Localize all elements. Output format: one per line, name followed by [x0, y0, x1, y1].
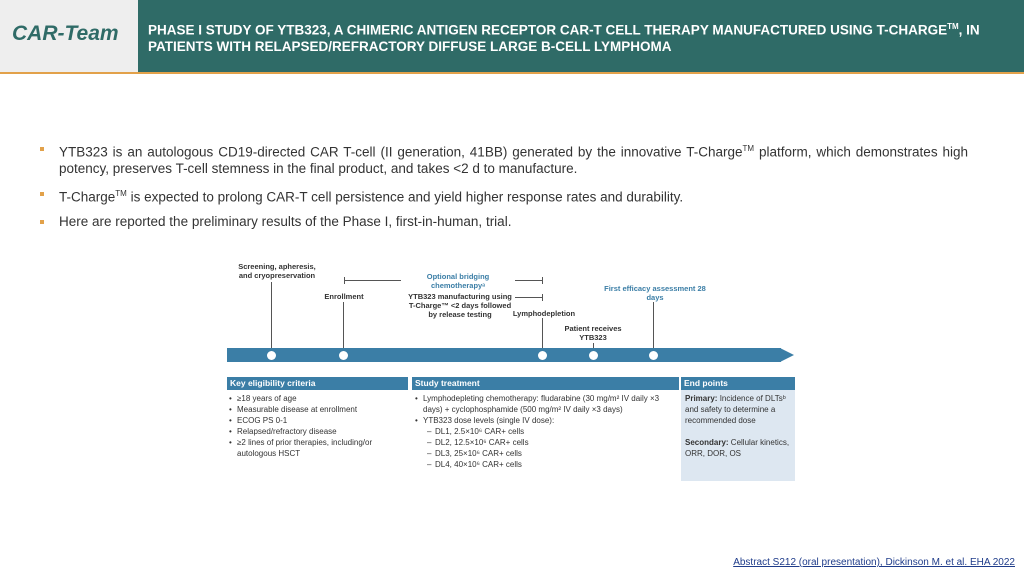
manufacturing-span	[515, 297, 543, 298]
label-first-efficacy: First efficacy assessment 28 days	[604, 284, 706, 302]
logo-area: CAR-Team	[0, 0, 138, 72]
milestone-dot	[339, 351, 348, 360]
tick-screening	[271, 282, 272, 352]
manufacturing-cap	[542, 294, 543, 301]
bridging-span-left	[344, 280, 401, 281]
label-enrollment: Enrollment	[324, 292, 364, 301]
treatment-header: Study treatment	[412, 377, 679, 390]
label-screening: Screening, apheresis, and cryopreservati…	[238, 262, 316, 280]
endpoints-box: Primary: Incidence of DLTsᵇ and safety t…	[681, 390, 795, 481]
eligibility-list: ≥18 years of age Measurable disease at e…	[229, 393, 409, 459]
eligibility-header: Key eligibility criteria	[227, 377, 408, 390]
car-team-logo: CAR-Team	[12, 22, 119, 45]
timeline-arrowhead	[780, 348, 794, 362]
label-lymphodepletion: Lymphodepletion	[512, 309, 576, 318]
bullet-preliminary-results: Here are reported the preliminary result…	[40, 214, 968, 230]
tick-lymphodepletion	[542, 318, 543, 352]
dose-level-item: DL4, 40×10⁶ CAR+ cells	[415, 459, 675, 470]
milestone-dot	[649, 351, 658, 360]
dose-level-item: DL3, 25×10⁶ CAR+ cells	[415, 448, 675, 459]
citation-link[interactable]: Abstract S212 (oral presentation), Dicki…	[733, 557, 1015, 568]
slide-title: PHASE I STUDY OF YTB323, A CHIMERIC ANTI…	[148, 22, 980, 54]
treatment-list: Lymphodepleting chemotherapy: fludarabin…	[415, 393, 675, 470]
bullet-ytb323-description: YTB323 is an autologous CD19-directed CA…	[40, 141, 968, 177]
dose-level-item: DL2, 12.5×10⁶ CAR+ cells	[415, 437, 675, 448]
endpoints-header: End points	[681, 377, 795, 390]
primary-endpoint: Primary: Incidence of DLTsᵇ and safety t…	[685, 394, 786, 425]
milestone-dot	[538, 351, 547, 360]
timeline-bar	[227, 348, 781, 362]
tick-efficacy	[653, 302, 654, 352]
bridging-cap-right	[542, 277, 543, 284]
list-item: Relapsed/refractory disease	[229, 426, 409, 437]
bridging-cap-left	[344, 277, 345, 284]
list-item: YTB323 dose levels (single IV dose):	[415, 415, 675, 426]
list-item: Measurable disease at enrollment	[229, 404, 409, 415]
secondary-endpoint: Secondary: Cellular kinetics, ORR, DOR, …	[685, 438, 790, 458]
tick-infusion	[593, 343, 594, 352]
milestone-dot	[589, 351, 598, 360]
bridging-span-right	[515, 280, 543, 281]
list-item: ECOG PS 0-1	[229, 415, 409, 426]
label-bridging-chemo: Optional bridging chemotherapyᵃ	[426, 272, 490, 290]
intro-bullet-list: YTB323 is an autologous CD19-directed CA…	[40, 141, 968, 239]
milestone-dot	[267, 351, 276, 360]
header-divider	[0, 72, 1024, 74]
tick-enrollment	[343, 302, 344, 352]
bullet-tcharge-expectation: T-ChargeTM is expected to prolong CAR-T …	[40, 186, 968, 206]
label-patient-receives: Patient receives YTB323	[564, 324, 622, 342]
dose-level-item: DL1, 2.5×10⁶ CAR+ cells	[415, 426, 675, 437]
list-item: ≥18 years of age	[229, 393, 409, 404]
list-item: Lymphodepleting chemotherapy: fludarabin…	[415, 393, 675, 415]
list-item: ≥2 lines of prior therapies, including/o…	[229, 437, 409, 459]
header-bar: CAR-Team PHASE I STUDY OF YTB323, A CHIM…	[0, 0, 1024, 72]
label-manufacturing: YTB323 manufacturing using T-Charge™ <2 …	[408, 292, 512, 319]
